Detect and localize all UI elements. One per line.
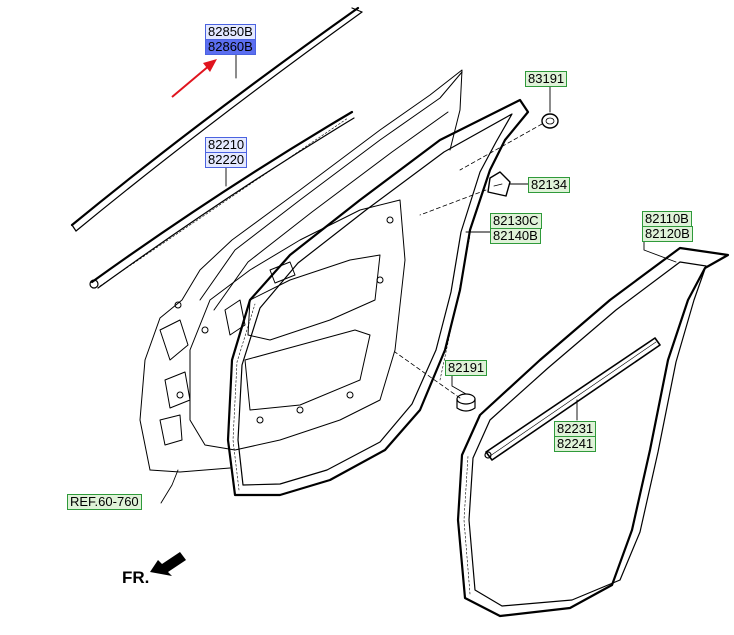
part-label-82860b-selected[interactable]: 82860B <box>205 39 256 55</box>
part-label-82220[interactable]: 82220 <box>205 152 248 168</box>
body-side-weatherstrip <box>456 246 730 618</box>
beltline-weatherstrip <box>89 110 355 289</box>
hood-seal-strip <box>484 337 661 461</box>
part-label-82120b[interactable]: 82120B <box>642 226 693 242</box>
part-label-82850b[interactable]: 82850B <box>205 24 256 40</box>
alignment-lines <box>394 123 543 399</box>
part-label-82191[interactable]: 82191 <box>445 360 488 376</box>
reference-label[interactable]: REF.60-760 <box>67 494 142 510</box>
part-label-83191[interactable]: 83191 <box>525 71 568 87</box>
front-door-shell <box>139 69 463 473</box>
pointer-arrow <box>171 59 217 98</box>
part-label-82231[interactable]: 82231 <box>554 421 597 437</box>
leader-lines <box>160 54 677 504</box>
part-label-82110b[interactable]: 82110B <box>642 211 692 227</box>
part-label-82210[interactable]: 82210 <box>205 137 248 153</box>
part-label-82130c[interactable]: 82130C <box>490 213 542 229</box>
window-run-strip-upper <box>70 6 363 232</box>
part-label-82140b[interactable]: 82140B <box>490 228 541 244</box>
bumper-82191 <box>456 393 476 412</box>
front-direction-arrow <box>150 552 186 576</box>
grommet-83191 <box>541 113 559 129</box>
part-label-82241[interactable]: 82241 <box>554 436 597 452</box>
part-label-82134[interactable]: 82134 <box>528 177 571 193</box>
front-direction-label: FR. <box>122 568 150 587</box>
clip-82134 <box>487 171 511 197</box>
door-side-weatherstrip <box>226 98 530 497</box>
